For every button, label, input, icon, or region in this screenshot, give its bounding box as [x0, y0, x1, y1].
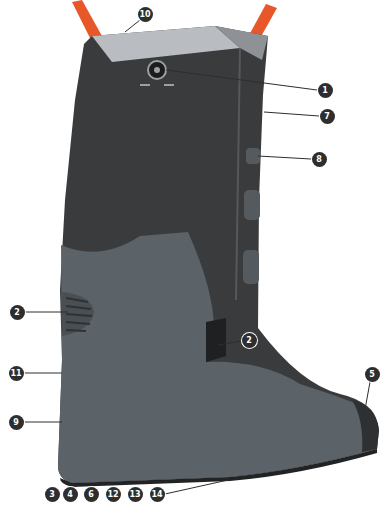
collar — [215, 26, 268, 60]
flex-ribs — [66, 298, 92, 331]
callout-number: 1 — [318, 83, 333, 98]
callout-number: 4 — [63, 487, 78, 502]
callout-number: 13 — [128, 487, 143, 502]
flex-zone — [62, 292, 94, 336]
strap — [244, 190, 260, 220]
leader-lines — [24, 20, 370, 494]
flex-patch — [206, 318, 226, 362]
dial-center — [154, 67, 160, 73]
callout-number: 2 — [10, 305, 25, 320]
callout-number: 2 — [242, 333, 257, 348]
callout-number: 3 — [45, 487, 60, 502]
strap — [243, 250, 259, 284]
callout-number: 11 — [9, 366, 24, 381]
callout-number: 12 — [106, 487, 121, 502]
callout-number: 6 — [84, 487, 99, 502]
callout-number: 5 — [365, 367, 380, 382]
lower-shell — [58, 232, 377, 483]
strap — [246, 148, 260, 164]
callout-number: 9 — [9, 415, 24, 430]
callout-number: 8 — [312, 152, 327, 167]
sole — [60, 449, 377, 487]
callout-number: 10 — [138, 7, 153, 22]
tongue-seam — [236, 48, 240, 300]
dial — [148, 61, 166, 79]
liner-body — [58, 26, 379, 483]
callout-number: 7 — [320, 109, 335, 124]
callout-number: 14 — [150, 487, 165, 502]
dial-guide — [140, 84, 174, 86]
tongue-top — [92, 26, 240, 62]
